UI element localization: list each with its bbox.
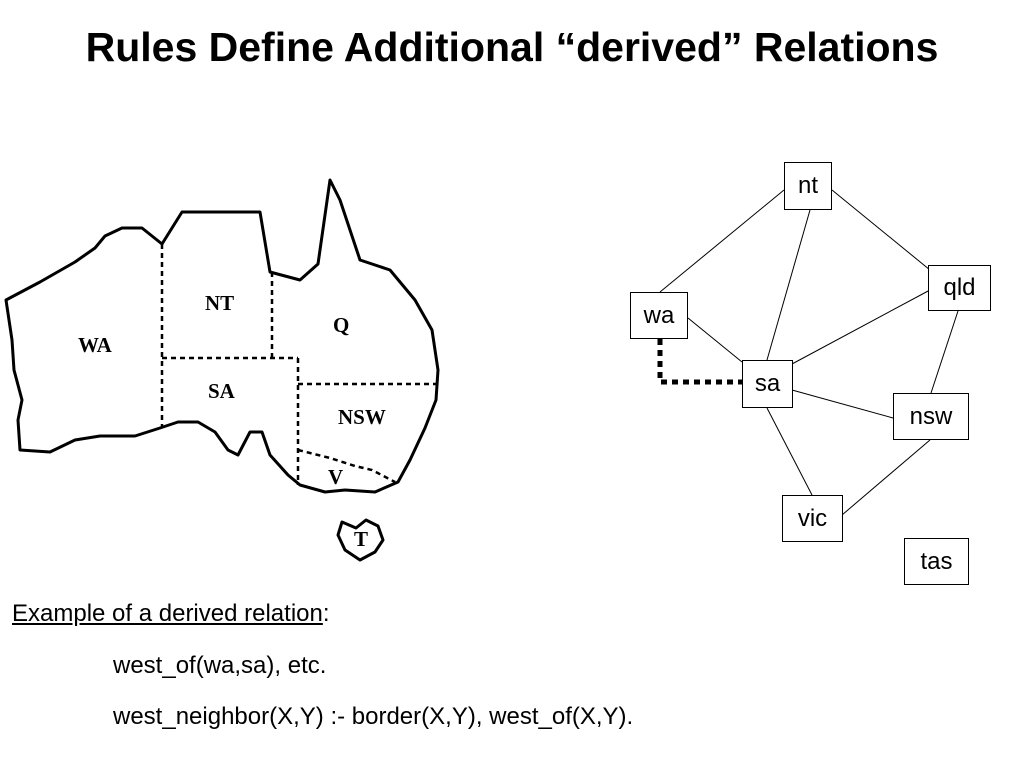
australia-map: WA NT SA Q NSW V T [4,178,440,562]
example-heading-line: Example of a derived relation: [12,600,330,628]
node-tas: tas [904,538,969,585]
map-label-wa: WA [78,333,113,357]
node-nsw: nsw [893,393,969,440]
map-label-q: Q [333,313,349,337]
edge-sa-vic [766,407,813,496]
edge-qld-nsw [930,310,959,394]
slide-title: Rules Define Additional “derived” Relati… [85,24,939,70]
map-label-v: V [328,465,343,489]
map-label-nsw: NSW [338,405,386,429]
derived-west-of-link [657,339,742,385]
edge-wa-sa [687,317,743,363]
example-line-2: west_neighbor(X,Y) :- border(X,Y), west_… [113,703,634,730]
map-label-sa: SA [208,379,236,403]
edge-nt-wa [659,189,785,293]
node-nt: nt [784,162,832,210]
border-nsw-v [297,448,396,484]
map-label-nt: NT [205,291,234,315]
mainland-outline [4,178,440,494]
node-wa: wa [630,292,688,339]
example-heading: Example of a derived relation [12,600,323,627]
edge-qld-sa [791,289,931,365]
edge-nt-qld [831,189,931,271]
map-label-t: T [354,527,368,551]
node-vic: vic [782,495,843,542]
node-qld: qld [928,265,991,311]
edge-sa-nsw [791,389,894,419]
example-colon: : [322,600,330,627]
edge-nsw-vic [841,439,931,516]
tasmania-outline [336,518,385,562]
example-line-1: west_of(wa,sa), etc. [113,652,327,679]
node-sa: sa [742,360,793,408]
edge-nt-sa [766,209,811,361]
